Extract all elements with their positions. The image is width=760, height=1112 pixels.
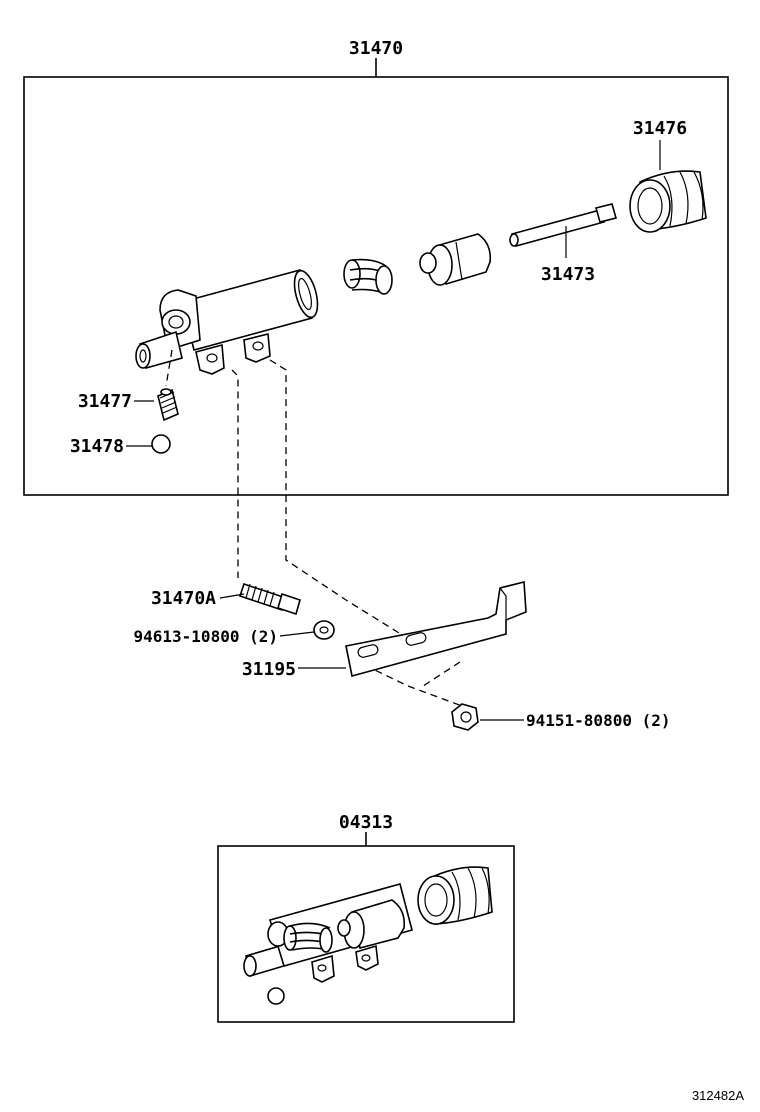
repair-kit-box-04313: 04313 (217, 812, 515, 1023)
label-31477: 31477 (78, 391, 132, 412)
assembly-box-31470: 31470 (23, 38, 729, 496)
label-31476: 31476 (633, 118, 687, 139)
label-31195: 31195 (242, 659, 296, 680)
bleeder-plug: 31477 (78, 388, 179, 422)
figure-reference: 312482A (692, 1088, 744, 1103)
installation-lines (231, 359, 463, 707)
label-31470A: 31470A (151, 588, 216, 609)
label-94151-80800: 94151-80800 (2) (526, 711, 671, 730)
bracket: 31195 (242, 580, 527, 680)
label-94613-10800: 94613-10800 (2) (134, 627, 279, 646)
label-31470: 31470 (349, 38, 403, 59)
cylinder-body (135, 269, 319, 375)
piston (419, 233, 492, 286)
washer: 94613-10800 (2) (134, 620, 335, 646)
push-rod: 31473 (509, 203, 617, 285)
label-04313: 04313 (339, 812, 393, 833)
piston-spring (343, 258, 393, 295)
label-31478: 31478 (70, 436, 124, 457)
label-31473: 31473 (541, 264, 595, 285)
stud: 31470A (151, 582, 301, 616)
bleeder-cap: 31478 (70, 434, 171, 457)
boot: 31476 (629, 118, 707, 233)
nut: 94151-80800 (2) (451, 703, 671, 731)
